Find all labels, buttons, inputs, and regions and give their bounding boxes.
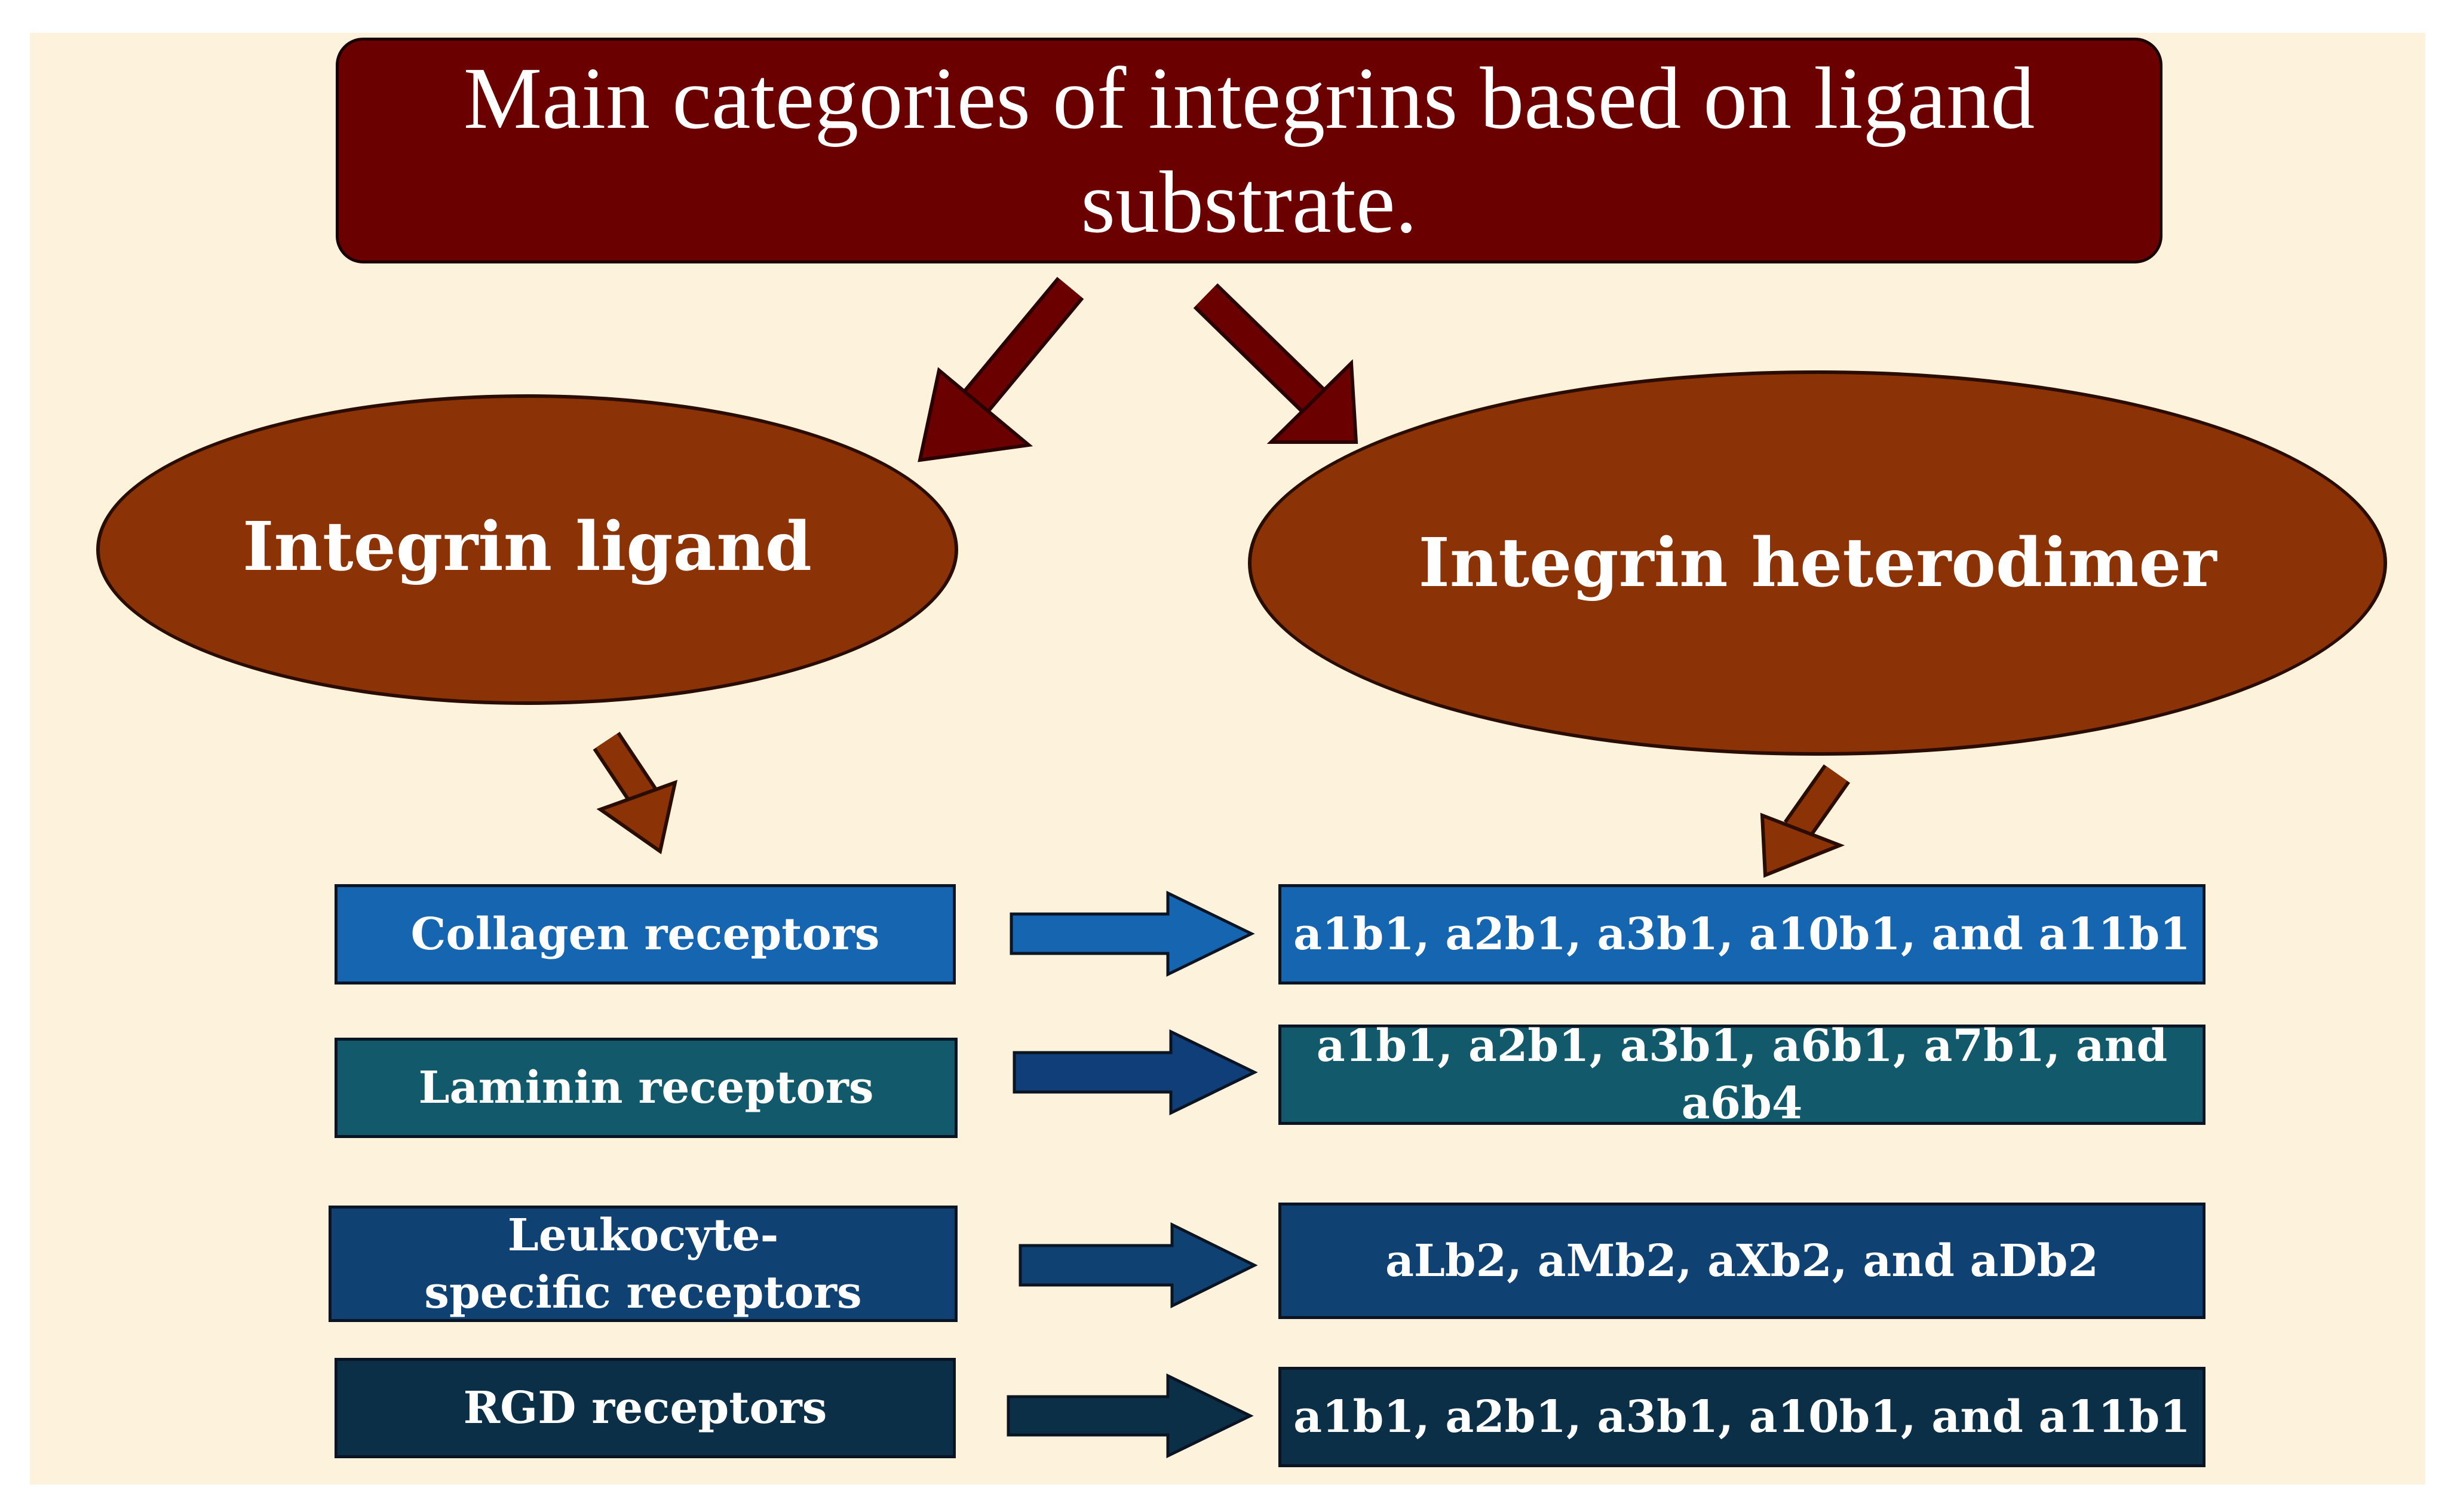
heterodimer-box-rgd: a1b1, a2b1, a3b1, a10b1, and a11b1 — [1278, 1367, 2205, 1467]
ellipse-integrin-ligand: Integrin ligand — [96, 394, 958, 705]
heterodimer-list: a1b1, a2b1, a3b1, a10b1, and a11b1 — [1293, 1391, 2191, 1443]
receptor-box-collagen: Collagen receptors — [335, 884, 956, 985]
ellipse-label-heterodimer: Integrin heterodimer — [1418, 524, 2217, 602]
receptor-label: Laminin receptors — [418, 1062, 874, 1114]
arrow-heterodimer-down — [1760, 764, 1851, 878]
row-arrow-laminin — [1013, 1029, 1258, 1115]
ellipse-integrin-heterodimer: Integrin heterodimer — [1248, 370, 2387, 756]
heterodimer-box-leukocyte: aLb2, aMb2, aXb2, and aDb2 — [1278, 1203, 2205, 1319]
ellipse-label-ligand: Integrin ligand — [243, 507, 812, 586]
heterodimer-list: aLb2, aMb2, aXb2, and aDb2 — [1385, 1235, 2099, 1287]
arrow-title-to-heterodimer — [1193, 283, 1358, 444]
heterodimer-list: a1b1, a2b1, a3b1, a6b1, a7b1, and a6b4 — [1316, 1020, 2168, 1129]
arrow-ligand-down — [593, 732, 678, 855]
row-arrow-leukocyte — [1019, 1222, 1258, 1309]
receptor-label: Leukocyte-specific receptors — [424, 1209, 862, 1318]
row-arrow-rgd — [1007, 1373, 1254, 1458]
diagram-title: Main categories of integrins based on li… — [463, 50, 2035, 252]
arrow-title-to-ligand — [918, 277, 1084, 462]
receptor-label: Collagen receptors — [410, 909, 880, 960]
receptor-box-leukocyte: Leukocyte-specific receptors — [329, 1206, 958, 1322]
receptor-box-rgd: RGD receptors — [335, 1358, 956, 1458]
receptor-box-laminin: Laminin receptors — [335, 1038, 958, 1138]
heterodimer-list: a1b1, a2b1, a3b1, a10b1, and a11b1 — [1293, 909, 2191, 960]
title-box: Main categories of integrins based on li… — [336, 38, 2162, 263]
row-arrow-collagen — [1010, 891, 1255, 977]
heterodimer-box-laminin: a1b1, a2b1, a3b1, a6b1, a7b1, and a6b4 — [1278, 1020, 2205, 1129]
receptor-label: RGD receptors — [463, 1382, 827, 1434]
heterodimer-box-collagen: a1b1, a2b1, a3b1, a10b1, and a11b1 — [1278, 884, 2205, 985]
